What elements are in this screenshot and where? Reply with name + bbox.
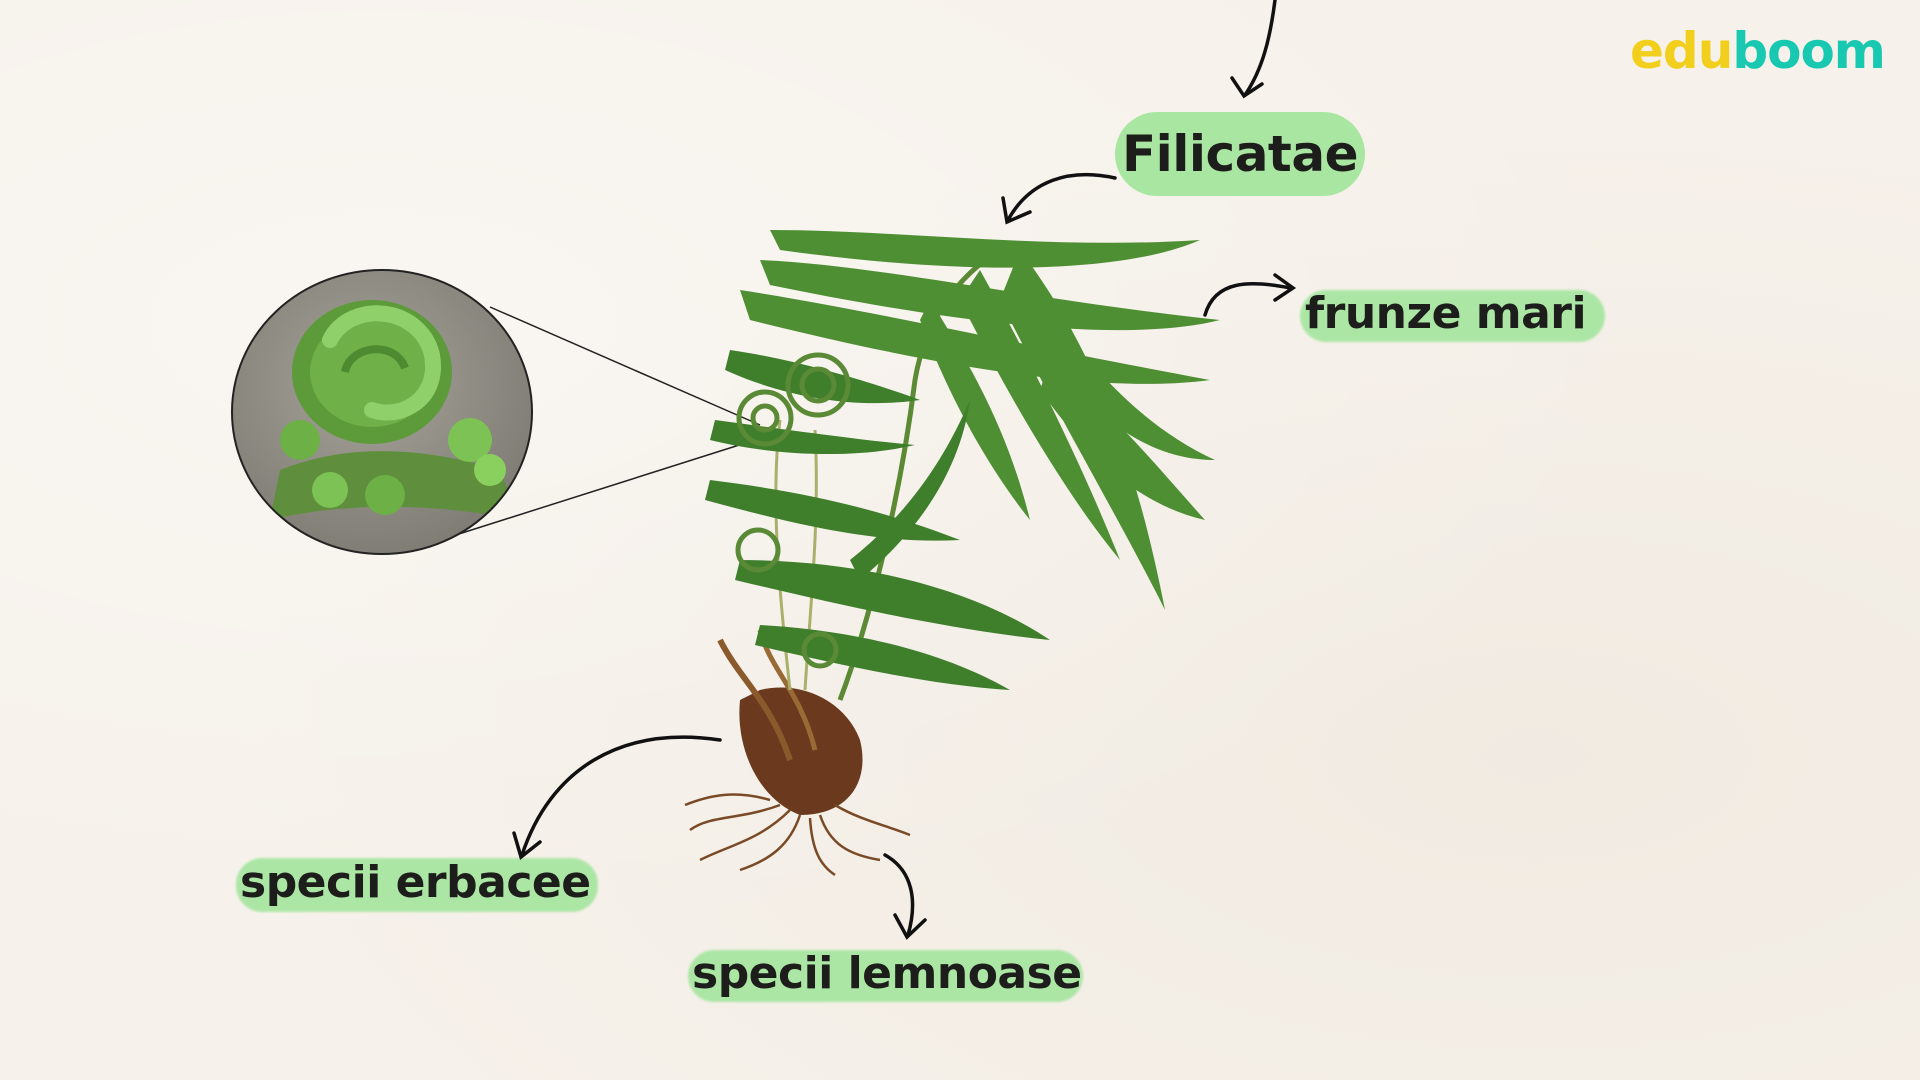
zoom-line-bottom [439,439,756,541]
fern-illustration [684,230,1220,877]
arrow-lemnoase [883,853,915,937]
lemnoase-highlight [688,950,1083,1002]
frunze-highlight [1300,290,1605,342]
zoom-line-top [489,306,761,426]
specii-lemnoase-label: specii lemnoase [692,948,1082,999]
specii-erbacee-label: specii erbacee [240,857,591,908]
filicatae-label: Filicatae [1115,112,1365,196]
fiddlehead-closeup-image [231,269,533,555]
arrow-filicatae [1006,172,1117,222]
arrow-top [1243,0,1277,97]
frunze-mari-label: frunze mari [1305,288,1587,339]
eduboom-logo: eduboom [1630,22,1886,80]
erbacee-highlight [236,858,598,912]
arrow-erbacee [520,735,722,857]
arrow-frunze [1203,281,1292,317]
